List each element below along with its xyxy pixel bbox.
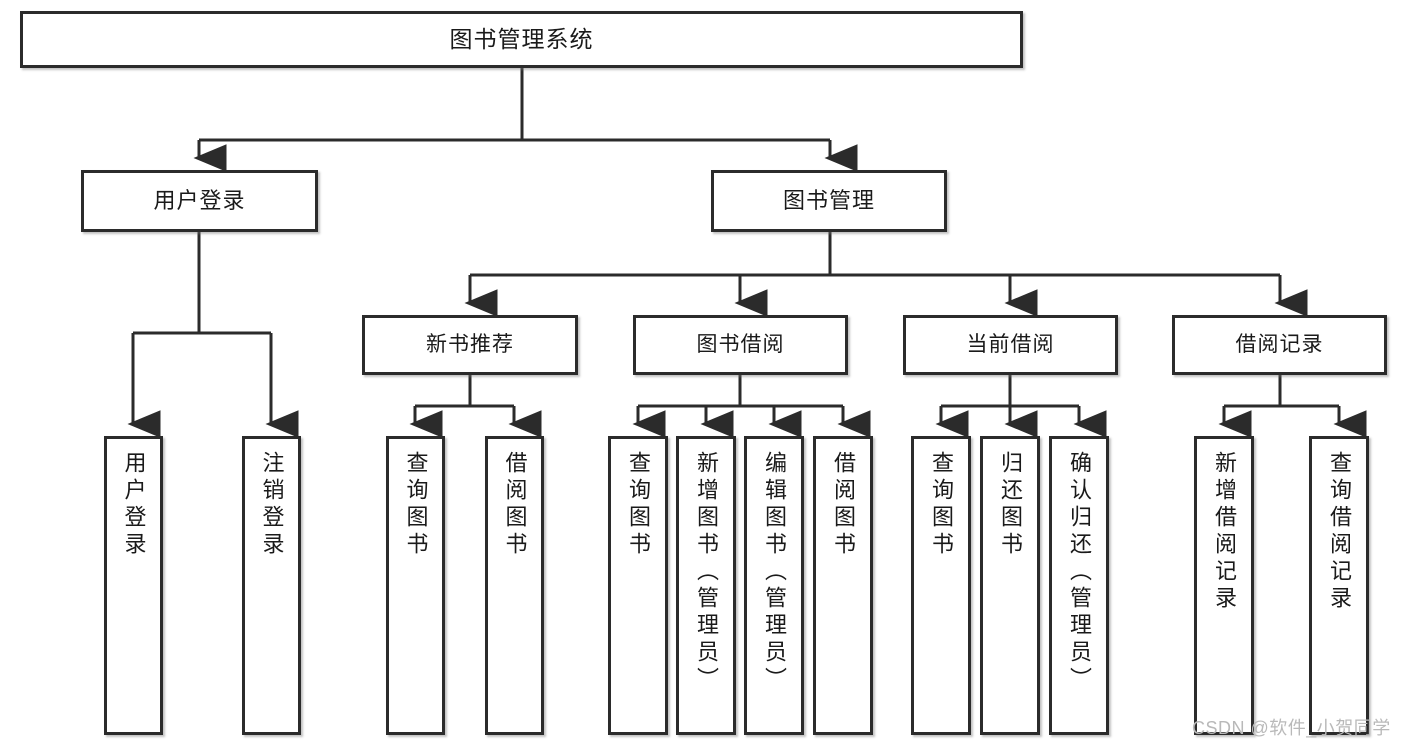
node-leaf-return-book[interactable]: 归还图书	[980, 436, 1040, 735]
node-new-book-recommend[interactable]: 新书推荐	[362, 315, 578, 375]
node-label: 查询图书	[929, 451, 954, 559]
csdn-watermark: CSDN @软件_小贺同学	[1192, 718, 1391, 738]
node-label: 归还图书	[998, 451, 1023, 559]
node-leaf-borrow-book-recommend[interactable]: 借阅图书	[485, 436, 544, 735]
node-leaf-query-book-current[interactable]: 查询图书	[911, 436, 971, 735]
node-label: 查询图书	[626, 451, 651, 559]
node-label: 新增图书（管理员）	[694, 451, 719, 694]
node-leaf-logout[interactable]: 注销登录	[242, 436, 301, 735]
node-label: 查询借阅记录	[1327, 451, 1352, 613]
node-label: 新书推荐	[426, 332, 514, 356]
node-label: 注销登录	[259, 451, 285, 559]
node-user-login[interactable]: 用户登录	[81, 170, 318, 232]
node-root-system[interactable]: 图书管理系统	[20, 11, 1023, 68]
node-leaf-query-book-borrow[interactable]: 查询图书	[608, 436, 668, 735]
node-label: 图书管理	[782, 188, 875, 214]
node-borrow-record[interactable]: 借阅记录	[1172, 315, 1387, 375]
node-current-borrow[interactable]: 当前借阅	[903, 315, 1118, 375]
node-leaf-user-login[interactable]: 用户登录	[104, 436, 163, 735]
node-label: 确认归还（管理员）	[1067, 451, 1092, 694]
node-label: 借阅图书	[502, 451, 528, 559]
node-label: 借阅记录	[1235, 332, 1324, 356]
node-leaf-confirm-return[interactable]: 确认归还（管理员）	[1049, 436, 1109, 735]
node-label: 图书管理系统	[449, 26, 594, 53]
node-leaf-query-borrow-record[interactable]: 查询借阅记录	[1309, 436, 1369, 735]
node-label: 借阅图书	[831, 451, 856, 559]
node-leaf-edit-book[interactable]: 编辑图书（管理员）	[744, 436, 804, 735]
node-label: 用户登录	[121, 451, 147, 559]
node-leaf-add-borrow-record[interactable]: 新增借阅记录	[1194, 436, 1254, 735]
node-book-management[interactable]: 图书管理	[711, 170, 947, 232]
node-label: 图书借阅	[696, 332, 785, 356]
node-label: 用户登录	[153, 188, 246, 214]
node-book-borrow[interactable]: 图书借阅	[633, 315, 848, 375]
node-leaf-add-book[interactable]: 新增图书（管理员）	[676, 436, 736, 735]
node-leaf-query-book-recommend[interactable]: 查询图书	[386, 436, 445, 735]
node-leaf-borrow-book[interactable]: 借阅图书	[813, 436, 873, 735]
node-label: 查询图书	[403, 451, 429, 559]
node-label: 新增借阅记录	[1212, 451, 1237, 613]
node-label: 当前借阅	[966, 332, 1055, 356]
node-label: 编辑图书（管理员）	[762, 451, 787, 694]
